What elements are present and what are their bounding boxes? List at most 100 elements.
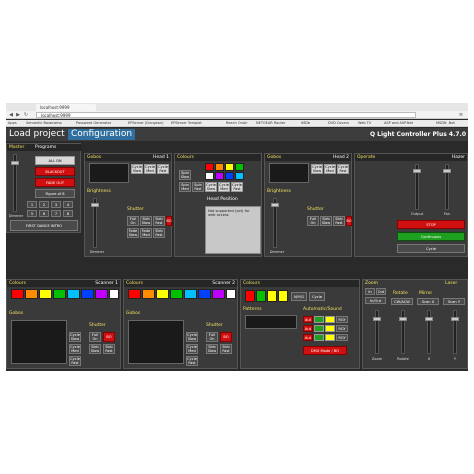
- scanner2-gobo-grid[interactable]: [128, 320, 184, 364]
- auto-green[interactable]: [314, 316, 324, 323]
- head1-brightness-handle[interactable]: [91, 203, 99, 207]
- forward-icon[interactable]: ▶: [16, 112, 20, 118]
- head2-cycle-slow[interactable]: Cycle Slow: [311, 164, 323, 174]
- head2-bo[interactable]: BO: [346, 216, 352, 226]
- bookmark[interactable]: Reach OnAir: [226, 121, 248, 125]
- head2-brightness-slider[interactable]: [271, 198, 279, 248]
- s2-strb-slow[interactable]: Strb Slow: [206, 344, 218, 354]
- s1-cycle-med[interactable]: Cycle Med: [69, 344, 81, 354]
- y-slider[interactable]: [451, 310, 459, 354]
- head2-cycle-med[interactable]: Cycle Med: [324, 164, 336, 174]
- y-slider-handle[interactable]: [451, 317, 459, 321]
- s1-cycle-fast[interactable]: Cycle Fast: [69, 356, 81, 366]
- master-slider-handle[interactable]: [11, 161, 19, 165]
- output-slider[interactable]: [413, 164, 421, 210]
- s2-colour-orange[interactable]: [142, 289, 155, 299]
- bookmark[interactable]: Password Generator: [76, 121, 112, 125]
- rotate-slider[interactable]: [399, 310, 407, 354]
- menu-icon[interactable]: ≡: [458, 112, 464, 118]
- s1-bo[interactable]: BO: [103, 332, 115, 342]
- colour-purple[interactable]: [215, 172, 224, 180]
- s2-colour-yellow[interactable]: [156, 289, 169, 299]
- zoom-slider-handle[interactable]: [373, 317, 381, 321]
- fan-slider[interactable]: [443, 164, 451, 210]
- head1-brightness-slider[interactable]: [91, 198, 99, 248]
- rgy-1[interactable]: RGY: [336, 316, 348, 323]
- nyg-button[interactable]: N/Y/G: [291, 292, 307, 301]
- head2-full-on[interactable]: Full On: [307, 216, 319, 226]
- colour-cycle-slow[interactable]: Cycle Slow: [205, 182, 217, 192]
- s2-colour-cyan[interactable]: [184, 289, 197, 299]
- s1-colour-red[interactable]: [11, 289, 24, 299]
- colour-cycle-fast[interactable]: Cycle Fast: [231, 182, 243, 192]
- keypad-4[interactable]: 4: [63, 201, 73, 208]
- s2-strb-fast[interactable]: Strb Fast: [220, 344, 232, 354]
- s1-colour-yellow[interactable]: [39, 289, 52, 299]
- keypad-7[interactable]: 7: [51, 210, 61, 217]
- head1-strb-fast[interactable]: Strb Fast: [153, 216, 165, 226]
- zoom-slider[interactable]: [373, 310, 381, 354]
- continuous-button[interactable]: Continuous: [397, 232, 465, 241]
- colour-cycle-med[interactable]: Cycle Med: [218, 182, 230, 192]
- head1-fade-slow[interactable]: Fade Slow: [127, 228, 139, 238]
- auto-yellow-3[interactable]: [325, 334, 335, 341]
- s2-cycle-slow[interactable]: Cycle Slow: [186, 332, 198, 342]
- head1-fade-med[interactable]: Fade Med: [140, 228, 152, 238]
- head1-cycle-med[interactable]: Cycle Med: [144, 164, 156, 174]
- scanner1-gobo-grid[interactable]: [11, 320, 67, 364]
- rgy-3[interactable]: RGY: [336, 334, 348, 341]
- head1-strb-slow[interactable]: Strb Slow: [140, 216, 152, 226]
- head1-full-on[interactable]: Full On: [127, 216, 139, 226]
- s1-full-on[interactable]: Full On: [89, 332, 101, 342]
- auto-2[interactable]: Aut: [303, 325, 313, 332]
- s1-colour-white[interactable]: [109, 289, 119, 299]
- bc-colour-red[interactable]: [245, 290, 255, 302]
- head2-cycle-fast[interactable]: Cycle Fast: [337, 164, 349, 174]
- colour-yellow[interactable]: [225, 163, 234, 171]
- bookmark[interactable]: Web TV: [358, 121, 372, 125]
- zoom-out-button[interactable]: Out: [376, 288, 386, 295]
- fade-out-button[interactable]: FADE OUT: [35, 178, 75, 187]
- bc-colour-green[interactable]: [256, 290, 266, 302]
- bookmark[interactable]: NETGEAR Router: [256, 121, 286, 125]
- auto-yellow-2[interactable]: [325, 325, 335, 332]
- s1-strb-fast[interactable]: Strb Fast: [103, 344, 115, 354]
- zoom-in-out-button[interactable]: In/Out: [365, 297, 386, 304]
- hazer-cycle-button[interactable]: Cycle: [397, 244, 465, 253]
- head2-brightness-handle[interactable]: [271, 203, 279, 207]
- s1-cycle-slow[interactable]: Cycle Slow: [69, 332, 81, 342]
- spin-fast[interactable]: Spin Fast: [192, 182, 204, 192]
- s1-strb-slow[interactable]: Strb Slow: [89, 344, 101, 354]
- patterns-grid[interactable]: [245, 315, 297, 329]
- keypad-6[interactable]: 6: [39, 210, 49, 217]
- keypad-8[interactable]: 8: [63, 210, 73, 217]
- colour-red[interactable]: [205, 163, 214, 171]
- configuration-button[interactable]: Configuration: [68, 129, 136, 140]
- bc-colour-yellow[interactable]: [267, 290, 277, 302]
- head2-strb-fast[interactable]: Strb Fast: [333, 216, 345, 226]
- s2-colour-white[interactable]: [226, 289, 236, 299]
- keypad-3[interactable]: 3: [51, 201, 61, 208]
- head1-cycle-slow[interactable]: Cycle Slow: [131, 164, 143, 174]
- s2-colour-green[interactable]: [170, 289, 183, 299]
- head2-strb-slow[interactable]: Strb Slow: [320, 216, 332, 226]
- s2-cycle-fast[interactable]: Cycle Fast: [186, 356, 198, 366]
- load-project-button[interactable]: Load project: [9, 129, 65, 139]
- bc-colour-yellow-2[interactable]: [278, 290, 288, 302]
- keypad-1[interactable]: 1: [27, 201, 37, 208]
- scan-y-button[interactable]: Scan Y: [443, 298, 465, 305]
- keypad-2[interactable]: 2: [39, 201, 49, 208]
- head1-cycle-fast[interactable]: Cycle Fast: [157, 164, 169, 174]
- s2-colour-purple[interactable]: [212, 289, 225, 299]
- dmx-mode-button[interactable]: DMX Mode / BO: [303, 346, 347, 355]
- colour-orange[interactable]: [215, 163, 224, 171]
- reload-icon[interactable]: ↻: [23, 112, 29, 118]
- rotate-slider-handle[interactable]: [399, 317, 407, 321]
- head1-gobo-grid[interactable]: [89, 163, 129, 183]
- colour-white[interactable]: [205, 172, 214, 180]
- s2-colour-blue[interactable]: [198, 289, 211, 299]
- zoom-in-button[interactable]: In: [365, 288, 375, 295]
- s2-cycle-med[interactable]: Cycle Med: [186, 344, 198, 354]
- rgy-2[interactable]: RGY: [336, 325, 348, 332]
- first-dance-intro-button[interactable]: FIRST DANCE INTRO: [10, 220, 78, 231]
